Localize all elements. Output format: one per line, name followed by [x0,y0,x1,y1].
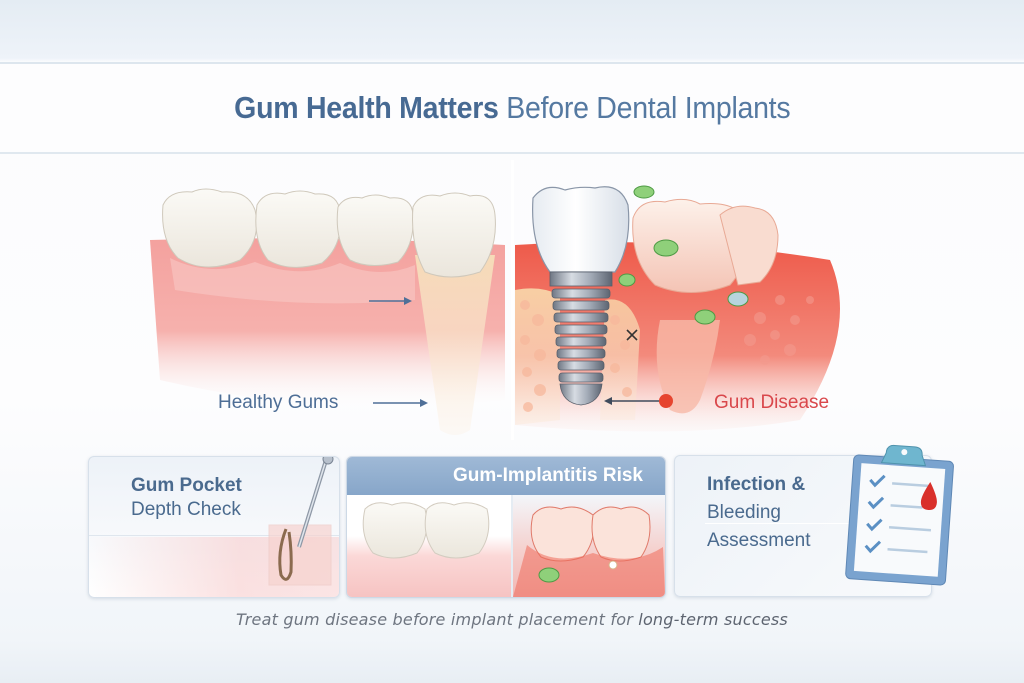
healthy-gums-label: Healthy Gums [218,392,339,413]
card-header-label: Gum-Implantitis Risk [452,465,643,486]
title-space [391,90,399,125]
healthy-side [150,188,505,435]
card-gum-pocket-depth-check: Gum Pocket Depth Check [88,456,340,598]
card-title: Infection & Bleeding Assessment [707,471,810,555]
checkmark-icon [864,474,886,554]
teeth-comparison-illustration [150,185,840,435]
card-title-line-1: Gum Pocket [131,475,242,496]
arrow-right-icon [404,297,412,305]
periodontal-probe-icon [268,457,334,586]
clipboard-checklist-icon [845,444,954,586]
card-header: Gum-Implantitis Risk [347,457,665,495]
main-illustration [0,150,1024,445]
healthy-teeth-icon [362,502,490,559]
card-title: Gum Pocket Depth Check [131,474,242,522]
title-bold-1: Gum Health [233,90,392,125]
inflamed-teeth-icon [513,506,665,597]
divider [511,160,514,440]
gum-disease-label: Gum Disease [714,392,830,413]
footer-text: Treat gum disease before implant placeme… [236,610,639,629]
card-divider [705,523,855,524]
title-light-2: Before Dental Implants [498,90,791,125]
diseased-side [515,185,840,432]
card-title-line-3: Assessment [707,530,811,551]
arrow-left-icon [604,397,612,405]
blood-drop-icon [920,482,937,510]
footer-tagline: Treat gum disease before implant placeme… [0,610,1024,629]
page-title: Gum Health Matters Before Dental Implant… [234,90,790,126]
card-gum-implantitis-risk: Gum-Implantitis Risk [346,456,666,598]
title-band: Gum Health Matters Before Dental Implant… [0,62,1024,154]
card-title-line-2: Bleeding [707,502,781,523]
card-title-line-1: Infection & [707,474,806,495]
healthy-teeth-panel [347,495,513,597]
inflamed-teeth-panel [513,495,665,597]
footer-emphasis: long-term success [638,610,788,629]
card-title-line-2: Depth Check [131,499,241,520]
title-bold-2: Matters [398,90,499,125]
bacteria-icon [618,185,749,325]
card-divider [89,535,339,536]
